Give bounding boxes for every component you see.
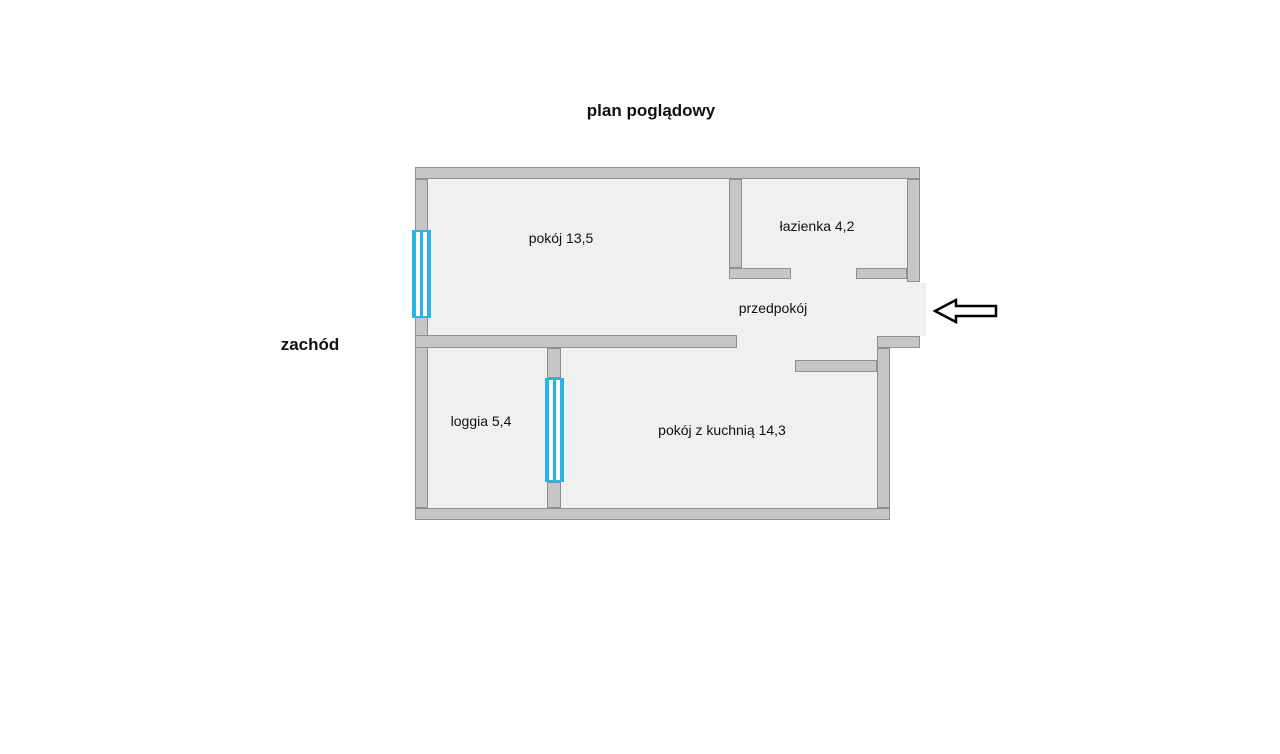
wall-hallway-bottom xyxy=(795,360,877,372)
wall-loggia-right-upper xyxy=(547,348,561,378)
room-label-przedpokoj: przedpokój xyxy=(738,300,808,316)
wall-bathroom-bottom-right xyxy=(856,268,907,279)
wall-bathroom-bottom-left xyxy=(729,268,791,279)
room-label-loggia: loggia 5,4 xyxy=(450,413,512,429)
entrance-arrow-icon xyxy=(933,298,998,325)
floor-area-entrance-opening xyxy=(907,283,926,336)
floor-area-lower xyxy=(415,348,890,520)
room-label-pokoj-z-kuchnia: pokój z kuchnią 14,3 xyxy=(658,422,786,438)
wall-bathroom-left xyxy=(729,179,742,268)
wall-middle-horizontal xyxy=(415,335,737,348)
wall-loggia-right-lower xyxy=(547,482,561,508)
wall-bottom xyxy=(415,508,890,520)
plan-title: plan poglądowy xyxy=(586,101,716,120)
window-symbol-left-wall xyxy=(412,230,431,318)
wall-right-lower xyxy=(877,348,890,508)
wall-right-jog xyxy=(877,336,920,348)
room-label-lazienka: łazienka 4,2 xyxy=(779,218,855,234)
window-symbol-loggia-wall xyxy=(545,378,564,482)
room-label-pokoj: pokój 13,5 xyxy=(528,230,594,246)
wall-right-upper xyxy=(907,179,920,282)
direction-label-west: zachód xyxy=(280,335,340,354)
wall-top xyxy=(415,167,920,179)
floor-area-upper xyxy=(415,167,920,348)
wall-left-upper xyxy=(415,179,428,232)
